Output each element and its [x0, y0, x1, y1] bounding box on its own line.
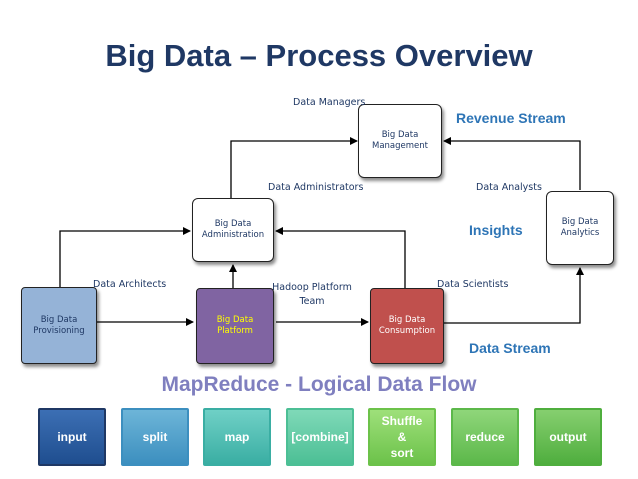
role-data-architects: Data Architects — [93, 279, 167, 290]
data-stream-label: Data Stream — [469, 340, 551, 356]
mapreduce-title: MapReduce - Logical Data Flow — [161, 373, 477, 396]
page-title: Big Data – Process Overview — [105, 38, 533, 73]
arrow-provisioning-to-administration — [59, 227, 191, 288]
role-hadoop-platform-team: Hadoop Platform Team — [272, 282, 352, 307]
arrow-consumption-to-analytics — [444, 267, 584, 324]
arrow-consumption-to-administration — [275, 227, 406, 288]
mapreduce-step-input: input — [38, 408, 106, 466]
revenue-stream-label: Revenue Stream — [456, 110, 566, 126]
mapreduce-step-shuffle-sort: Shuffle & sort — [368, 408, 436, 466]
arrow-analytics-to-management — [443, 137, 581, 190]
node-analytics: Big Data Analytics — [546, 191, 614, 265]
role-data-administrators: Data Administrators — [268, 182, 364, 193]
node-platform: Big Data Platform — [196, 288, 274, 364]
arrow-administration-to-management — [230, 137, 358, 198]
node-consumption: Big Data Consumption — [370, 288, 444, 364]
mapreduce-step-map: map — [203, 408, 271, 466]
role-data-analysts: Data Analysts — [476, 182, 542, 193]
node-management: Big Data Management — [358, 104, 442, 178]
node-provisioning: Big Data Provisioning — [21, 287, 97, 364]
insights-label: Insights — [469, 222, 523, 238]
mapreduce-step-split: split — [121, 408, 189, 466]
mapreduce-step-output: output — [534, 408, 602, 466]
mapreduce-step-reduce: reduce — [451, 408, 519, 466]
node-administration: Big Data Administration — [192, 198, 274, 262]
mapreduce-step-combine: [combine] — [286, 408, 354, 466]
role-data-scientists: Data Scientists — [437, 279, 509, 290]
role-data-managers: Data Managers — [293, 97, 366, 108]
